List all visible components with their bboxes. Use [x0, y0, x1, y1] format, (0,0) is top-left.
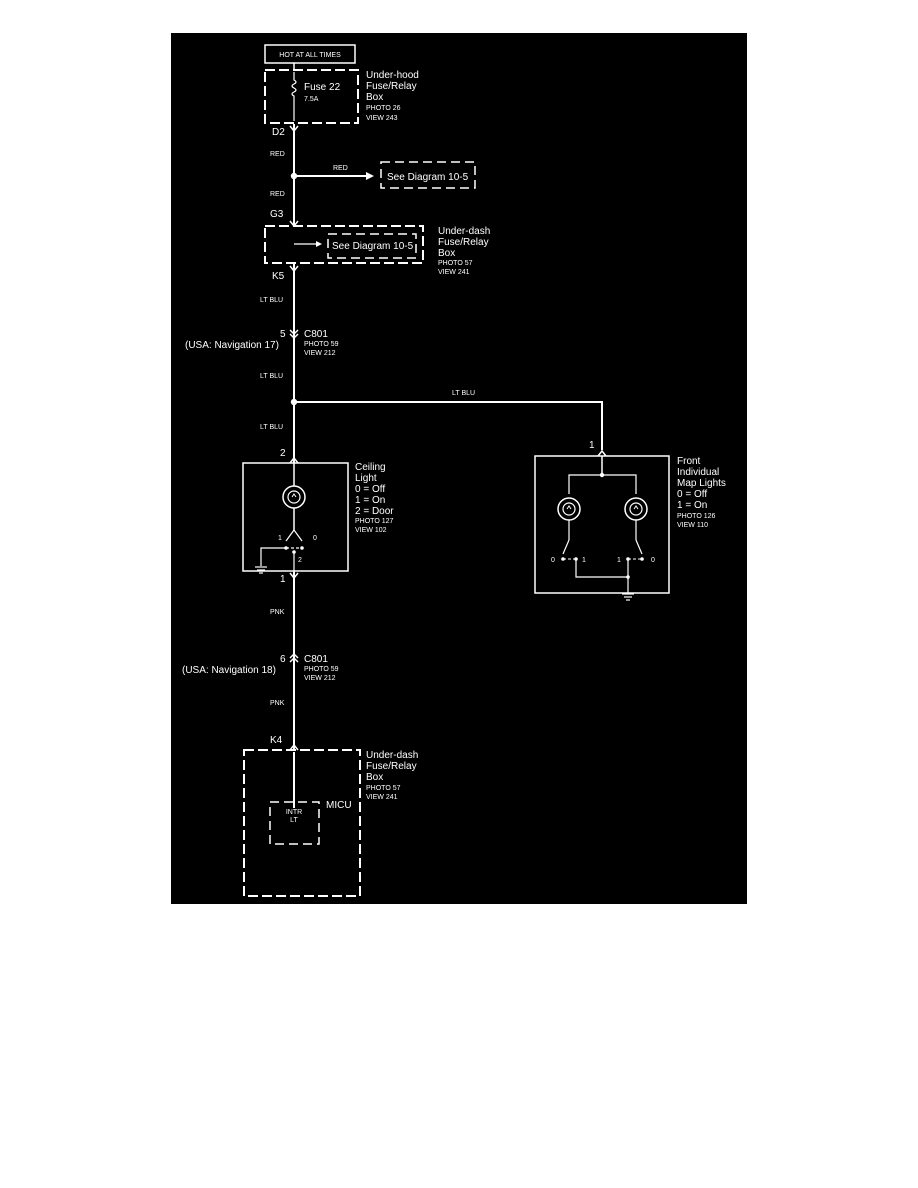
underhood-fuse-relay-box [264, 69, 359, 124]
underhood-box-name-1: Under-hood [366, 70, 419, 81]
underhood-box-name-3: Box [366, 92, 383, 103]
ceiling-pin-out: 1 [280, 574, 286, 585]
see-diagram-box-2 [327, 233, 417, 259]
connector-c801-bottom-icon [289, 652, 299, 663]
ceiling-light-view: VIEW 102 [355, 527, 387, 534]
underdash-bottom-name-1: Under-dash [366, 750, 418, 761]
micu-circuit-line-2: LT [290, 817, 298, 824]
map-switch-pos-0-left: 0 [551, 557, 555, 564]
d2-terminal-arrow [289, 125, 299, 133]
map-lights-name-3: Map Lights [677, 478, 726, 489]
terminal-d2: D2 [272, 127, 285, 138]
map-lights-view: VIEW 110 [677, 522, 708, 529]
fuse-name: Fuse 22 [304, 82, 341, 93]
underdash-top-photo: PHOTO 57 [438, 260, 473, 267]
ceiling-light-photo: PHOTO 127 [355, 518, 393, 525]
map-switch-pos-1-left: 1 [582, 557, 586, 564]
connector-bottom-view: VIEW 212 [304, 675, 336, 682]
connector-bottom-pin: 6 [280, 654, 286, 665]
see-diagram-link-2[interactable]: See Diagram 10-5 [332, 241, 414, 252]
ceiling-switch-icon [260, 529, 304, 572]
wire-color-red-branch: RED [333, 165, 348, 172]
underdash-bottom-view: VIEW 241 [366, 794, 398, 801]
underdash-top-view: VIEW 241 [438, 269, 470, 276]
map-switch-pos-1-right: 1 [617, 557, 621, 564]
underdash-fuse-relay-box-top [264, 225, 424, 264]
wire-color-red-2: RED [270, 191, 285, 198]
map-switch-pos-0-right: 0 [651, 557, 655, 564]
terminal-g3: G3 [270, 209, 284, 220]
k4-terminal-arrow [289, 743, 299, 751]
underhood-box-view: VIEW 243 [366, 115, 398, 122]
underdash-bottom-photo: PHOTO 57 [366, 785, 401, 792]
wire-color-red-1: RED [270, 151, 285, 158]
terminal-k4: K4 [270, 735, 283, 746]
underhood-box-photo: PHOTO 26 [366, 105, 401, 112]
wire-color-pnk-1: PNK [270, 609, 285, 616]
underhood-box-name-2: Fuse/Relay [366, 81, 417, 92]
connector-top-name: C801 [304, 329, 328, 340]
connector-c801-top-icon [289, 329, 299, 340]
k5-terminal-arrow [289, 265, 299, 273]
diagram-background [171, 33, 747, 904]
ceiling-light-mode-2: 2 = Door [355, 506, 394, 517]
ceiling-light-mode-0: 0 = Off [355, 484, 385, 495]
map-lights-name-2: Individual [677, 467, 719, 478]
underdash-top-name-2: Fuse/Relay [438, 237, 489, 248]
underdash-bottom-name-2: Fuse/Relay [366, 761, 417, 772]
fuse-icon [291, 72, 297, 121]
map-light-switches-icon [561, 520, 644, 594]
connector-top-photo: PHOTO 59 [304, 341, 339, 348]
wire-color-ltblu-3: LT BLU [260, 424, 283, 431]
connector-top-nav: (USA: Navigation 17) [185, 340, 279, 351]
ceiling-pin-out-arrow [289, 572, 299, 580]
map-lights-pin-in: 1 [589, 440, 595, 451]
wire-color-ltblu-2: LT BLU [260, 373, 283, 380]
ceiling-pin-in: 2 [280, 448, 286, 459]
ground-icon [622, 593, 634, 601]
ceiling-switch-pos-0: 0 [313, 535, 317, 542]
map-lights-pin-in-arrow [597, 449, 607, 457]
ceiling-light-box [242, 462, 349, 572]
micu-label: MICU [326, 800, 352, 811]
map-lights-name-1: Front [677, 456, 701, 467]
map-lights-mode-1: 1 = On [677, 500, 707, 511]
wire-color-pnk-2: PNK [270, 700, 285, 707]
ceiling-switch-pos-2: 2 [298, 557, 302, 564]
connector-bottom-nav: (USA: Navigation 18) [182, 665, 276, 676]
underdash-top-name-1: Under-dash [438, 226, 490, 237]
terminal-k5: K5 [272, 271, 285, 282]
hot-at-all-times-box [264, 44, 356, 64]
hot-at-all-times-label: HOT AT ALL TIMES [279, 52, 341, 59]
micu-circuit-line-1: INTR [286, 809, 302, 816]
underdash-top-name-3: Box [438, 248, 455, 259]
connector-top-pin: 5 [280, 329, 286, 340]
ceiling-light-name-1: Ceiling [355, 462, 386, 473]
underdash-bottom-name-3: Box [366, 772, 383, 783]
arrow-right-icon [366, 172, 374, 180]
map-lights-photo: PHOTO 126 [677, 513, 715, 520]
ground-icon [255, 566, 267, 574]
arrow-right-icon [316, 241, 322, 247]
fuse-rating: 7.5A [304, 96, 319, 103]
ceiling-switch-pos-1: 1 [278, 535, 282, 542]
connector-bottom-name: C801 [304, 654, 328, 665]
underdash-fuse-relay-box-bottom [243, 749, 361, 897]
ceiling-light-mode-1: 1 = On [355, 495, 385, 506]
connector-top-view: VIEW 212 [304, 350, 336, 357]
wire-color-ltblu-1: LT BLU [260, 297, 283, 304]
ceiling-light-name-2: Light [355, 473, 377, 484]
ceiling-pin-in-arrow [289, 456, 299, 464]
see-diagram-link-1[interactable]: See Diagram 10-5 [387, 172, 469, 183]
connector-bottom-photo: PHOTO 59 [304, 666, 339, 673]
see-diagram-box-1 [380, 161, 476, 189]
wire-color-ltblu-branch: LT BLU [452, 390, 475, 397]
micu-intr-lt-circuit [269, 801, 320, 845]
map-lights-mode-0: 0 = Off [677, 489, 707, 500]
